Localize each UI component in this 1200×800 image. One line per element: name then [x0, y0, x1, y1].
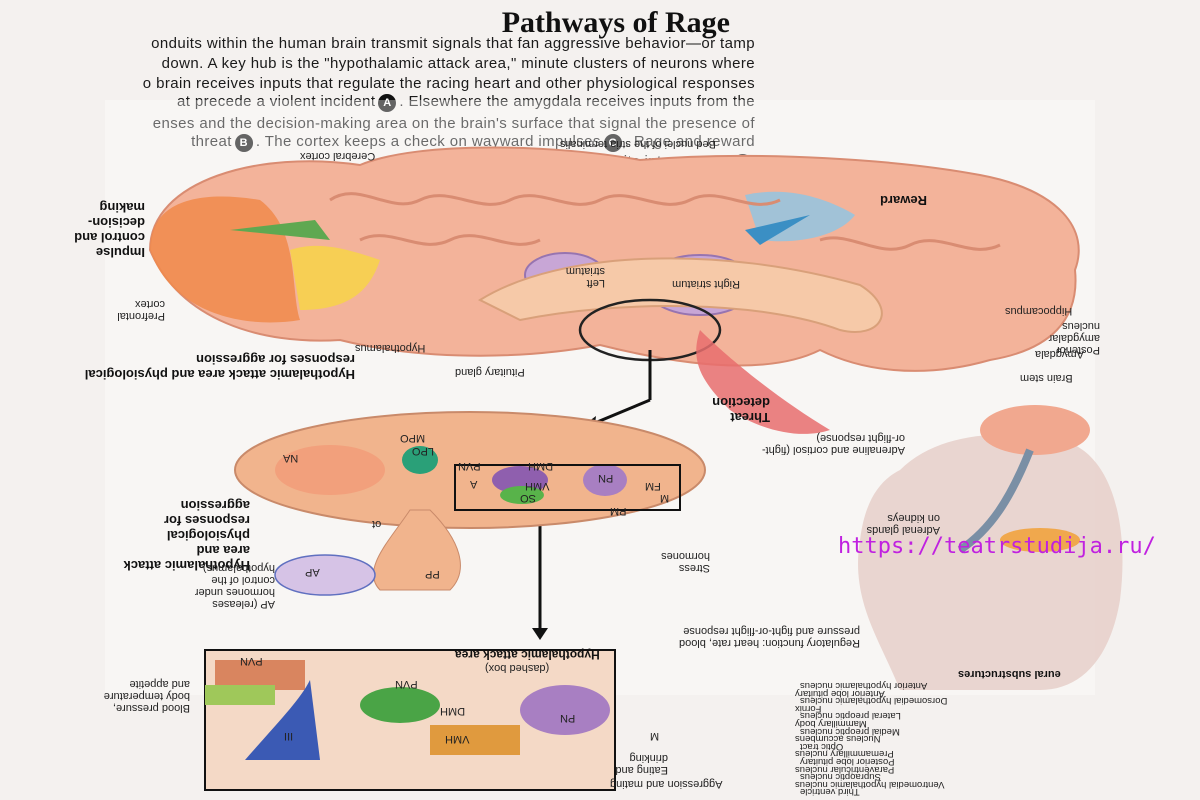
label-prefrontal-cortex: Prefrontal cortex [117, 298, 165, 322]
substructures-heading: eural substructures [958, 668, 1061, 680]
label-pituitary: Pituitary gland [455, 366, 525, 378]
label-box-subtitle: (dashed box) [485, 662, 550, 674]
label-right-striatum: Right striatum [672, 278, 740, 290]
brain-illustration [148, 146, 1080, 434]
label-iii: III [284, 730, 294, 742]
attack-area-box [204, 649, 616, 791]
label-regulatory: Regulatory function: heart rate, blood p… [678, 625, 860, 649]
substructure-item: Third ventricle [800, 786, 860, 798]
label-eating: Eating and drinking [615, 752, 668, 776]
label-ap: AP [305, 566, 320, 578]
label-vmh-detail: VMH [525, 480, 550, 492]
body-silhouette [858, 405, 1123, 690]
label-pvn-box: PVN [240, 655, 263, 667]
label-dmh-box: DMH [440, 705, 466, 717]
label-hypothalamus: Hypothalamus [355, 342, 426, 354]
label-left-striatum: Left striatum [565, 265, 605, 289]
label-hippocampus: Hippocampus [1005, 305, 1073, 317]
label-ot: ot [372, 518, 382, 530]
label-adrenaline: Adrenaline and cortisol (fight-or-flight… [761, 432, 905, 456]
label-adrenal-glands: Adrenal glands on kidneys [866, 512, 940, 536]
label-pn-box: PN [560, 712, 576, 724]
label-stress-hormones: Stress hormones [661, 550, 710, 574]
label-impulse-control: Impulse control and decision-making [74, 200, 145, 260]
label-aggression: Aggression and mating [610, 778, 723, 790]
label-a-detail: A [470, 478, 478, 490]
label-pn-detail: PN [598, 472, 614, 484]
label-lpo: LPO [412, 445, 435, 457]
substructure-item: Dorsomedial hypothalamic nucleus [800, 695, 948, 707]
label-bed-nuclei: Bed nuclei of the stria terminalis [560, 138, 716, 150]
hypothalamus-detail [234, 411, 706, 596]
label-ap-releases: AP (releases hormones under control of t… [194, 562, 275, 610]
watermark-url[interactable]: https://teatrstudija.ru/ [838, 534, 1156, 559]
label-so: SO [520, 492, 536, 504]
label-reward: Reward [880, 193, 927, 208]
label-pm: PM [610, 505, 627, 517]
label-pp: PP [425, 568, 440, 580]
label-fm: FM [645, 480, 661, 492]
label-vmh-box: VMH [445, 733, 470, 745]
label-threat-detection: Threat detection [712, 395, 770, 425]
label-box-title: Hypothalamic attack area [455, 648, 600, 662]
label-mpo: MPO [400, 432, 426, 444]
label-pvn-detail: PVN [458, 460, 481, 472]
label-m-detail: M [660, 492, 670, 504]
label-na: NA [283, 452, 299, 464]
label-amygdala: Amygdala [1035, 348, 1084, 360]
label-m-box: M [650, 730, 660, 742]
label-hyp-attack-area: Hypothalamic attack area and physiologic… [84, 352, 355, 382]
label-cerebral-cortex: Cerebral cortex [300, 150, 376, 162]
label-dmh-detail: DMH [528, 460, 554, 472]
label-brain-stem: Brain stem [1020, 372, 1073, 384]
label-pvn-box-2: PVN [395, 678, 418, 690]
label-blood-pressure: Blood pressure, body temperature and app… [103, 678, 190, 714]
